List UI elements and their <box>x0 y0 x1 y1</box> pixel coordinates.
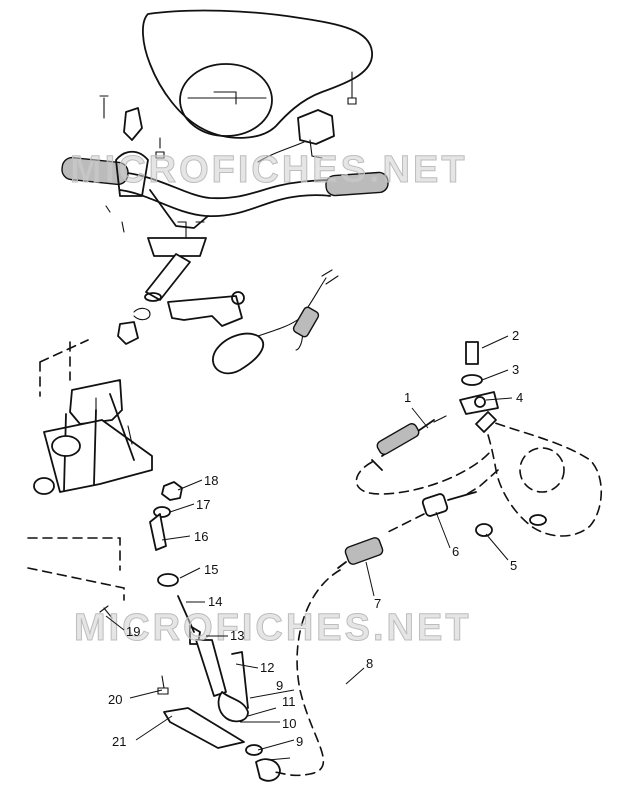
steering-support <box>33 339 153 495</box>
callout-5: 5 <box>510 558 517 573</box>
watermark-bottom: MICROFICHES.NET <box>74 607 472 649</box>
callouts: 1 2 3 4 5 6 7 8 9 9 10 11 12 13 14 15 16… <box>108 328 523 749</box>
callout-17: 17 <box>196 497 210 512</box>
callout-21: 21 <box>112 734 126 749</box>
cable-adjuster <box>271 491 477 777</box>
cable-lower-end <box>245 744 281 782</box>
callout-12: 12 <box>260 660 274 675</box>
tether-switch <box>212 269 339 375</box>
callout-1: 1 <box>404 390 411 405</box>
callout-10: 10 <box>282 716 296 731</box>
callout-4: 4 <box>516 390 523 405</box>
callout-20: 20 <box>108 692 122 707</box>
watermark-top: MICROFICHES.NET <box>70 149 468 191</box>
callout-7: 7 <box>374 596 381 611</box>
callout-9-lower: 9 <box>296 734 303 749</box>
callout-18: 18 <box>204 473 218 488</box>
leader-lines <box>105 335 513 761</box>
callout-8: 8 <box>366 656 373 671</box>
steering-post <box>117 253 191 345</box>
throttle-bracket <box>157 675 245 749</box>
callout-14: 14 <box>208 594 222 609</box>
callout-11: 11 <box>282 694 296 709</box>
callout-3: 3 <box>512 362 519 377</box>
frame-outline <box>27 537 125 619</box>
carburetor <box>463 411 602 537</box>
callout-2: 2 <box>512 328 519 343</box>
handlebar-cover <box>142 9 373 139</box>
callout-19: 19 <box>126 624 140 639</box>
callout-6: 6 <box>452 544 459 559</box>
stem-mount <box>147 221 207 257</box>
switch-housing <box>257 109 335 163</box>
callout-16: 16 <box>194 529 208 544</box>
callout-15: 15 <box>204 562 218 577</box>
throttle-cable <box>355 341 499 537</box>
bracket <box>167 291 245 327</box>
handlebar <box>61 95 389 233</box>
callout-9-upper: 9 <box>276 678 283 693</box>
callout-13: 13 <box>230 628 244 643</box>
